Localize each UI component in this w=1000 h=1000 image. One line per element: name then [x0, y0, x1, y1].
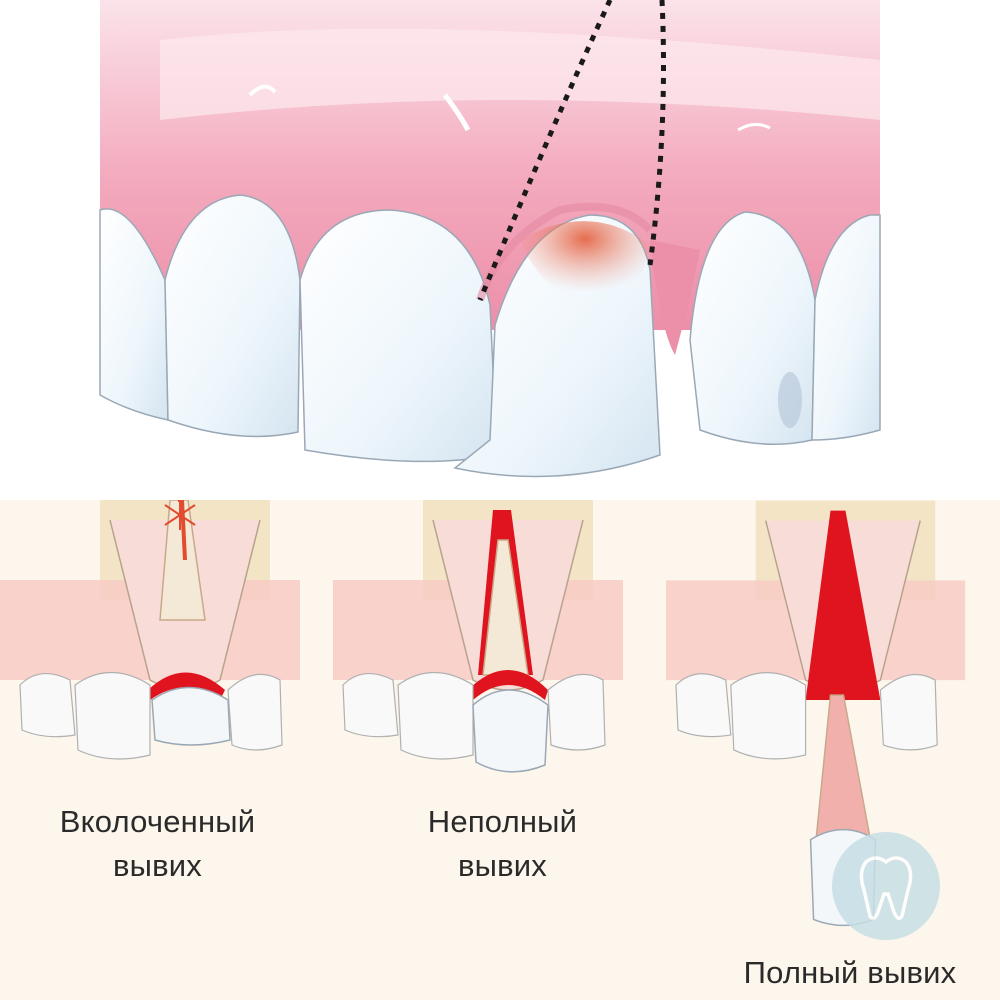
blood-intrusive [148, 672, 225, 700]
label-intrusive-line1: Вколоченный [59, 804, 256, 839]
label-complete-luxation: Полный вывих [743, 955, 957, 990]
diagram-complete-luxation [666, 500, 966, 927]
tooth-left-incisor-lateral [164, 194, 301, 438]
blood-partial [468, 670, 548, 700]
tooth-left-central-incisor [299, 209, 498, 463]
displacement-line-left [477, 0, 613, 301]
tooth-partial [472, 689, 549, 773]
front-teeth-illustration [99, 0, 881, 478]
avulsed-root [814, 694, 872, 846]
luxation-types-panel: Вколоченный вывих Неполный вывих Полный … [0, 500, 1000, 1000]
clinic-logo [832, 832, 940, 940]
tooth-logo-icon [859, 856, 913, 920]
diagram-intrusive-luxation [0, 500, 300, 760]
label-partial-luxation: Неполный вывих [380, 800, 625, 888]
bruise-mark [520, 221, 650, 310]
diagram-partial-luxation [333, 500, 623, 773]
label-intrusive-line2: вывих [112, 848, 203, 883]
tooth-right-canine [811, 214, 881, 441]
tooth-intrusive [151, 686, 231, 746]
displacement-line-right [647, 0, 666, 266]
label-partial-line2: вывих [457, 848, 548, 883]
empty-socket-blood [805, 510, 881, 701]
label-partial-line1: Неполный [427, 804, 578, 839]
root-intrusive [159, 500, 206, 621]
label-intrusive-luxation: Вколоченный вывих [20, 800, 295, 888]
